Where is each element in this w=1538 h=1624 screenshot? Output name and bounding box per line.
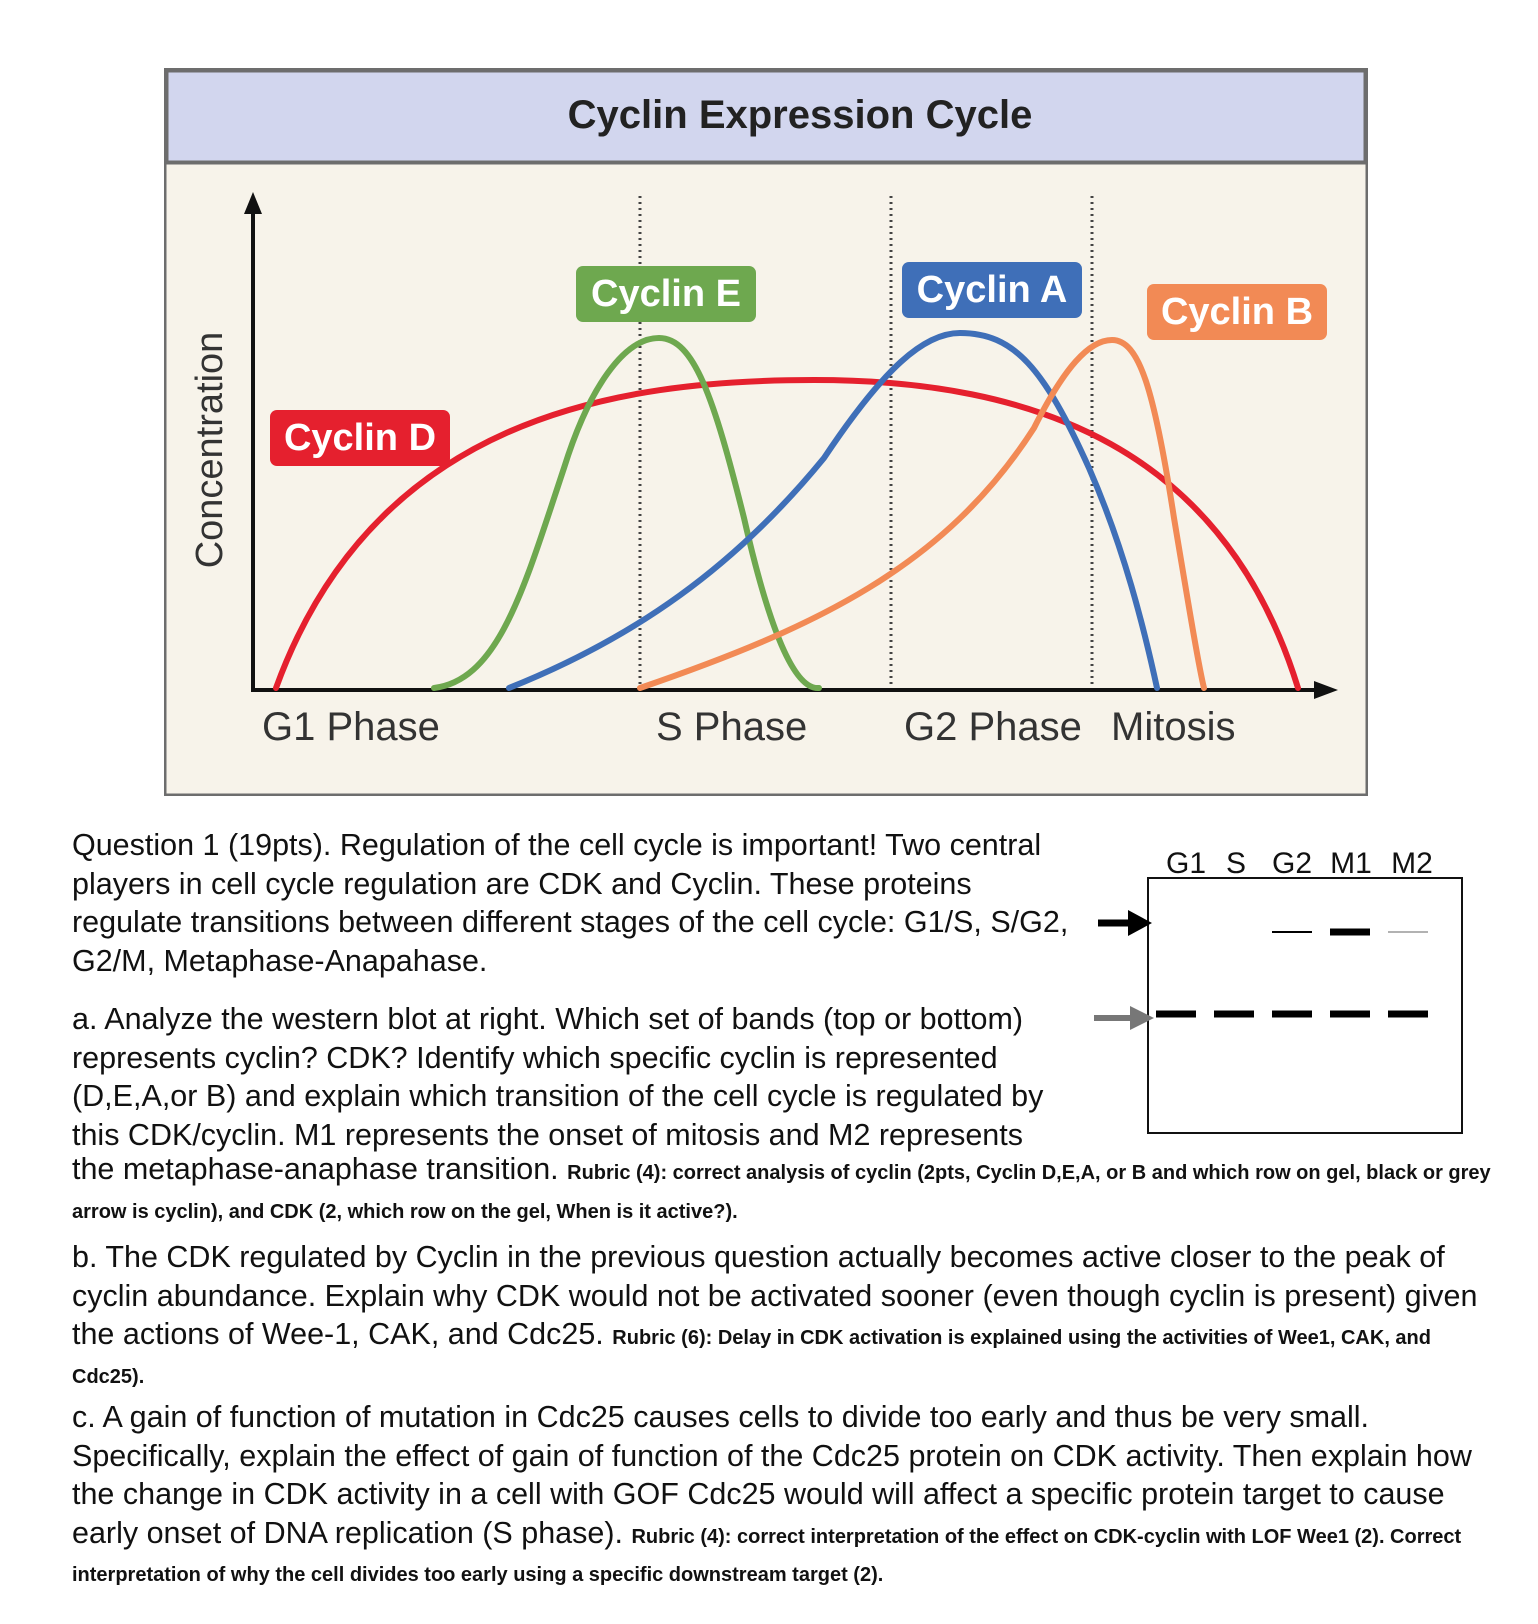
blot-lane-label-s: S [1226,847,1246,880]
chart-title-band [164,68,1368,165]
svg-text:Cyclin D: Cyclin D [284,417,436,459]
y-axis-label: Concentration [189,332,231,569]
grey-arrow-icon [1094,1006,1154,1030]
svg-text:Cyclin E: Cyclin E [591,273,741,315]
blot-lane-label-m1: M1 [1330,847,1372,880]
x-category-mitosis: Mitosis [1111,705,1235,749]
blot-membrane [1147,877,1463,1134]
part-c: c. A gain of function of mutation in Cdc… [72,1398,1492,1591]
blot-lane-label-g1: G1 [1166,847,1206,880]
series-line-cyclin-b [637,336,1207,691]
part-c-text: c. A gain of function of mutation in Cdc… [72,1400,1472,1550]
part-a-text: a. Analyze the western blot at right. Wh… [72,1002,1044,1152]
chart-title: Cyclin Expression Cycle [568,93,1033,137]
cyclin-expression-chart: Cyclin Expression Cycle Cyclin D Cyclin … [164,68,1368,796]
part-b-text: b. The CDK regulated by Cyclin in the pr… [72,1240,1478,1352]
x-category-s: S Phase [656,705,807,749]
part-a: a. Analyze the western blot at right. Wh… [72,1000,1492,1228]
black-arrow-icon [1098,910,1152,936]
series-label-cyclin-a: Cyclin A [902,262,1082,318]
blot-lane-label-g2: G2 [1272,847,1312,880]
series-line-cyclin-e [431,334,822,691]
blot-lane-label-m2: M2 [1391,847,1433,880]
svg-text:Cyclin B: Cyclin B [1161,291,1313,333]
x-category-g2: G2 Phase [904,705,1082,749]
series-label-cyclin-d: Cyclin D [270,410,450,466]
series-label-cyclin-b: Cyclin B [1147,284,1327,340]
part-b-rubric: Rubric (6): Delay in CDK activation is e… [72,1327,1431,1388]
part-b: b. The CDK regulated by Cyclin in the pr… [72,1238,1492,1392]
y-axis-arrow [244,192,262,214]
part-c-rubric: Rubric (4): correct interpretation of th… [72,1525,1462,1587]
series-label-cyclin-e: Cyclin E [576,266,756,322]
series-line-cyclin-a [506,329,1160,691]
intro-paragraph: Question 1 (19pts). Regulation of the ce… [72,828,1069,978]
x-category-g1: G1 Phase [262,705,440,749]
x-axis-arrow [1314,681,1338,699]
part-a-continued: the metaphase-anaphase transition. Rubri… [72,1150,1492,1227]
part-a-tail: the metaphase-anaphase transition. [72,1152,559,1187]
question-intro: Question 1 (19pts). Regulation of the ce… [72,826,1072,980]
svg-text:Cyclin A: Cyclin A [917,269,1068,311]
part-a-rubric: Rubric (4): correct analysis of cyclin (… [72,1162,1491,1223]
western-blot: G1 S G2 M1 M2 [1094,847,1463,1134]
series-line-cyclin-d [273,376,1301,691]
